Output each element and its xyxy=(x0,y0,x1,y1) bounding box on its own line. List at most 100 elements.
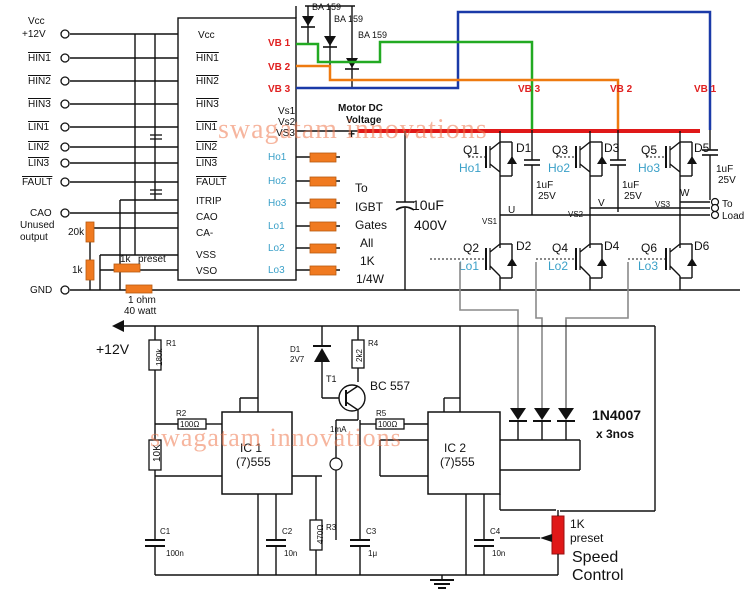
label-d1: D1 xyxy=(516,141,532,155)
label-u: U xyxy=(508,205,515,216)
label-c1v: 25V xyxy=(538,191,556,202)
ic-pin-vso: VSO xyxy=(196,266,217,277)
label-ic1v: (7)555 xyxy=(236,455,271,469)
out-lo2: Lo2 xyxy=(268,243,285,254)
ic-vs2: Vs2 xyxy=(278,117,296,128)
label-lo2: Lo2 xyxy=(548,259,568,273)
label-r1v: 180k xyxy=(155,348,164,366)
driver-ic xyxy=(177,17,297,281)
label-shunt2: 40 watt xyxy=(124,306,156,317)
ic-pin-vcc: Vcc xyxy=(198,30,215,41)
label-1n4007: 1N4007 xyxy=(592,407,641,423)
label-c2bv: 10n xyxy=(284,549,297,558)
ic-vb1: VB 1 xyxy=(268,38,291,49)
label-lo3: Lo3 xyxy=(638,259,658,273)
vb3-wire-orange xyxy=(296,64,620,130)
motor-line2: Voltage xyxy=(346,115,382,126)
vb-right-1: VB 1 xyxy=(694,84,717,95)
label-lin3: LIN3 xyxy=(28,158,50,169)
label-r2: R2 xyxy=(176,409,187,418)
label-vs1: VS1 xyxy=(482,217,498,226)
label-r5: R5 xyxy=(376,409,387,418)
label-lo1: Lo1 xyxy=(459,259,479,273)
label-ho2: Ho2 xyxy=(548,161,570,175)
label-gnd: GND xyxy=(30,285,52,296)
note-watt: 1/4W xyxy=(356,272,385,286)
label-vcc-v: +12V xyxy=(22,29,46,40)
label-r2v: 100Ω xyxy=(180,420,199,429)
label-d2: D2 xyxy=(516,239,532,253)
label-ic2v: (7)555 xyxy=(440,455,475,469)
ic-pin-vss: VSS xyxy=(196,250,216,261)
note-all: All xyxy=(360,236,373,250)
label-ic1: IC 1 xyxy=(240,441,262,455)
label-speed: Speed xyxy=(572,549,618,566)
label-lin2: LIN2 xyxy=(28,142,50,153)
label-r5v: 100Ω xyxy=(378,420,397,429)
ic-vs3: VS3 xyxy=(276,128,295,139)
label-fault: FAULT xyxy=(22,177,52,188)
bulk-cap-value: 10uF xyxy=(412,197,444,213)
label-ma: 1mA xyxy=(330,425,347,434)
igbt-bridge xyxy=(430,130,720,290)
out-lo1: Lo1 xyxy=(268,221,285,232)
label-to: To xyxy=(722,199,733,210)
bulk-capacitor xyxy=(395,131,415,290)
label-r3v: 470Ω xyxy=(316,525,325,544)
ic-pin-hin2: HIN2 xyxy=(196,76,219,87)
gate-feed-wires xyxy=(459,262,629,408)
note-1k: 1K xyxy=(360,254,375,268)
label-r4: R4 xyxy=(368,339,379,348)
ic-pin-lin3: LIN3 xyxy=(196,158,218,169)
label-r1: R1 xyxy=(166,339,177,348)
vb-right-2: VB 2 xyxy=(610,84,633,95)
label-ic2: IC 2 xyxy=(444,441,466,455)
label-t1v: BC 557 xyxy=(370,379,410,393)
label-d1b: D1 xyxy=(290,345,301,354)
label-12v: +12V xyxy=(96,341,130,357)
label-q3: Q3 xyxy=(552,143,568,157)
label-1k-preset: 1k xyxy=(120,254,132,265)
label-q6: Q6 xyxy=(641,241,657,255)
label-d6: D6 xyxy=(694,239,710,253)
label-r3: R3 xyxy=(326,523,337,532)
watermark-top: swagatam innovations xyxy=(218,114,488,145)
label-ho3: Ho3 xyxy=(638,161,660,175)
input-terminals xyxy=(60,29,70,295)
label-output: output xyxy=(20,232,48,243)
label-cao: CAO xyxy=(30,208,52,219)
diode-label-3: BA 159 xyxy=(358,30,387,40)
out-ho1: Ho1 xyxy=(268,152,287,163)
label-hin1: HIN1 xyxy=(28,53,51,64)
motor-plus: + xyxy=(348,127,355,141)
shunt-resistor xyxy=(125,284,153,294)
resistor-20k xyxy=(85,221,95,243)
label-v: V xyxy=(598,198,605,209)
note-gates: Gates xyxy=(355,218,387,232)
label-pot: 10K xyxy=(152,444,163,462)
label-c1b: C1 xyxy=(160,527,171,536)
ic-pin-lin2: LIN2 xyxy=(196,142,218,153)
label-vcc: Vcc xyxy=(28,16,45,27)
bus-caps xyxy=(150,134,162,195)
label-r4v: 2k2 xyxy=(355,349,364,362)
watermark-bottom: swagatam innovations xyxy=(150,423,402,452)
label-c3b: C3 xyxy=(366,527,377,536)
label-w: W xyxy=(680,188,690,199)
label-preset: preset xyxy=(138,254,166,265)
motor-line1: Motor DC xyxy=(338,103,383,114)
ic-pin-hin1: HIN1 xyxy=(196,53,219,64)
label-1k: 1k xyxy=(72,265,84,276)
label-c4bv: 10n xyxy=(492,549,505,558)
note-igbt: IGBT xyxy=(355,200,384,214)
label-c1: 1uF xyxy=(536,180,553,191)
label-vs2: VS2 xyxy=(568,210,584,219)
label-preset2: preset xyxy=(570,531,604,545)
label-d3: D3 xyxy=(604,141,620,155)
ic-vs1: Vs1 xyxy=(278,106,296,117)
label-hin3: HIN3 xyxy=(28,99,51,110)
label-lin1: LIN1 xyxy=(28,122,50,133)
label-c3bv: 1μ xyxy=(368,549,377,558)
label-load: Load xyxy=(722,211,744,222)
note-to: To xyxy=(355,181,368,195)
